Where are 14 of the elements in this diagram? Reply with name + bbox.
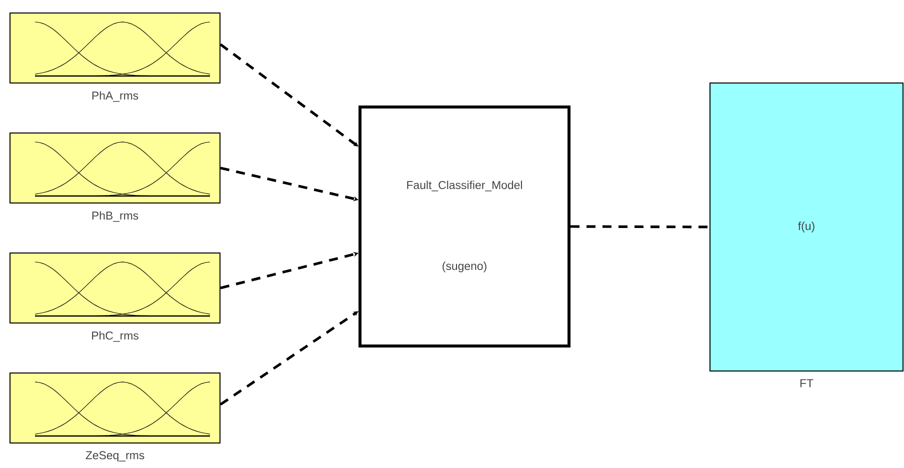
block-label: ZeSeq_rms bbox=[86, 451, 144, 462]
connector bbox=[570, 225, 710, 228]
function-block: f(u) bbox=[710, 82, 904, 372]
block-label: PhA_rms bbox=[92, 91, 138, 102]
membership-function-block bbox=[10, 372, 220, 444]
block-label: FT bbox=[800, 379, 814, 388]
membership-function-block bbox=[10, 132, 220, 204]
block-label: PhC_rms bbox=[92, 331, 138, 342]
fuzzy-system-block: Fault_Classifier_Model (sugeno) bbox=[358, 106, 570, 348]
membership-function-block bbox=[10, 252, 220, 324]
connector bbox=[220, 252, 358, 290]
block-label: PhB_rms bbox=[92, 211, 138, 222]
connector bbox=[220, 311, 358, 406]
membership-function-block bbox=[10, 12, 220, 84]
